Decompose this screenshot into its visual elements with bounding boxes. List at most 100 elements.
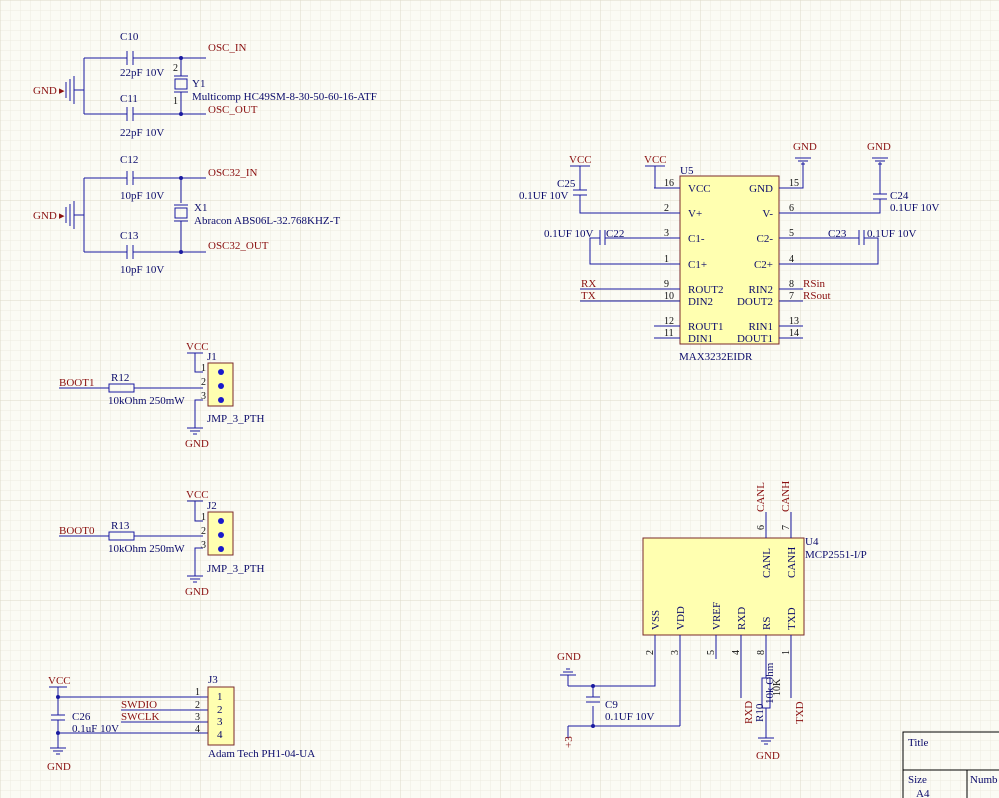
gnd-label-x1: GND [33, 210, 57, 222]
u5-pin-name-15: GND [749, 183, 773, 195]
j1-ref: J1 [207, 351, 217, 363]
junction-osc32-in [179, 176, 183, 180]
y1-ref: Y1 [192, 78, 205, 90]
c25-capacitor[interactable]: C25 0.1UF 10V [519, 178, 587, 202]
title-label: Title [908, 737, 929, 749]
y1-crystal[interactable]: 2 1 Y1 Multicomp HC49SM-8-30-50-60-16-AT… [173, 63, 377, 107]
u5-pin-name-2: V+ [688, 208, 702, 220]
x1-crystal[interactable]: X1 Abracon ABS06L-32.768KHZ-T [174, 202, 340, 227]
c23-capacitor[interactable]: C23 0.1UF 10V [828, 228, 917, 245]
gnd-symbol-j2[interactable]: GND [185, 575, 209, 598]
gnd-label-j3: GND [47, 761, 71, 773]
r10-note: 10K [772, 678, 783, 696]
r12-resistor[interactable]: R12 10kOhm 250mW [108, 372, 185, 407]
net-swdio: SWDIO [121, 699, 157, 711]
net-rx: RX [581, 278, 596, 290]
net-plus3: +3 [563, 736, 575, 748]
u5-pin-num-6: 6 [789, 203, 794, 214]
j2-ref: J2 [207, 500, 217, 512]
gnd-symbol-r10[interactable]: GND [756, 737, 780, 762]
gnd-symbol-u4[interactable]: GND [557, 651, 581, 686]
wire-j2-gnd [194, 547, 203, 576]
r12-value: 10kOhm 250mW [108, 395, 185, 407]
wire-u5-vcc [570, 165, 680, 190]
net-rsout: RSout [803, 290, 831, 302]
u5-pin-num-11: 11 [664, 328, 674, 339]
wire-y1-gnd [74, 57, 118, 115]
gnd-arrow-x1: ▸ [59, 210, 65, 222]
j1-pin1: 1 [201, 363, 206, 374]
c12-ref: C12 [120, 154, 138, 166]
gnd-symbol-j1[interactable]: GND [185, 427, 209, 450]
u4-pin-name-7: CANH [786, 547, 798, 578]
u4-pin-name-1: TXD [786, 607, 798, 630]
c12-value: 10pF 10V [120, 190, 164, 202]
j3-pin3-name: 3 [217, 716, 223, 728]
c11-ref: C11 [120, 93, 138, 105]
c10-capacitor[interactable]: C10 22pF 10V [118, 31, 164, 79]
c25-value: 0.1UF 10V [519, 190, 569, 202]
vcc-label-j3: VCC [48, 675, 71, 687]
x1-value: Abracon ABS06L-32.768KHZ-T [194, 215, 340, 227]
u5-pin-name-9: ROUT2 [688, 284, 723, 296]
c13-capacitor[interactable]: C13 10pF 10V [118, 230, 164, 276]
j2-pin3: 3 [201, 540, 206, 551]
u5-pin-num-10: 10 [664, 291, 674, 302]
j3-pin4-num: 4 [195, 724, 200, 735]
u5-pin-num-7: 7 [789, 291, 794, 302]
c12-capacitor[interactable]: C12 10pF 10V [118, 154, 164, 202]
wire-osc-in [142, 57, 206, 72]
u5-pin-num-15: 15 [789, 178, 799, 189]
r12-ref: R12 [111, 372, 129, 384]
c22-ref: C22 [606, 228, 624, 240]
c22-capacitor[interactable]: C22 0.1UF 10V [544, 228, 624, 245]
y1-pin1: 1 [173, 96, 178, 107]
c24-ref: C24 [890, 190, 909, 202]
j2-jumper[interactable]: 1 2 3 J2 JMP_3_PTH [201, 500, 265, 575]
net-swclk: SWCLK [121, 711, 160, 723]
j3-pin3-num: 3 [195, 712, 200, 723]
j1-jumper[interactable]: 1 2 3 J1 JMP_3_PTH [201, 351, 265, 425]
wire-c24 [779, 162, 881, 214]
u5-pin-name-11: DIN1 [688, 333, 713, 345]
c11-value: 22pF 10V [120, 127, 164, 139]
c10-value: 22pF 10V [120, 67, 164, 79]
c9-ref: C9 [605, 699, 618, 711]
j3-pin4-name: 4 [217, 729, 223, 741]
u5-pin-num-13: 13 [789, 316, 799, 327]
u4-ref: U4 [805, 536, 819, 548]
boot1-section: VCC BOOT1 R12 10kOhm 250mW GND 1 2 3 J1 … [59, 341, 265, 450]
c24-capacitor[interactable]: C24 0.1UF 10V [873, 190, 940, 214]
u4-pin-num-2: 2 [645, 650, 656, 655]
net-osc32-in: OSC32_IN [208, 167, 258, 179]
gnd-symbol-u5[interactable]: GND [793, 141, 817, 165]
r10-resistor[interactable]: R10 10k Ohm 10K [754, 662, 783, 722]
u5-pin-num-4: 4 [789, 254, 794, 265]
j3-pin2-name: 2 [217, 704, 223, 716]
gnd-symbol-j3[interactable]: GND [47, 747, 71, 773]
u5-pin-num-2: 2 [664, 203, 669, 214]
c11-capacitor[interactable]: C11 22pF 10V [118, 93, 164, 139]
size-value: A4 [916, 788, 930, 798]
j3-header[interactable]: 1 2 3 4 1 2 3 4 J3 Adam Tech PH1-04-UA [195, 674, 315, 760]
c9-capacitor[interactable]: C9 0.1UF 10V [586, 696, 655, 723]
u4-pin-name-5: VREF [711, 602, 723, 630]
u4-pin-num-8: 8 [756, 650, 767, 655]
j2-pin2: 2 [201, 526, 206, 537]
wire-x1-gnd [74, 177, 118, 253]
u4-pin-name-2: VSS [650, 610, 662, 630]
wire-u4-vss [567, 659, 681, 738]
c24-value: 0.1UF 10V [890, 202, 940, 214]
net-osc-out: OSC_OUT [208, 104, 258, 116]
u5-pin-name-6: V- [762, 208, 773, 220]
wire-u5-gnd [779, 162, 804, 189]
x1-oscillator-section: GND ▸ C12 10pF 10V C13 10pF 10V [33, 154, 340, 276]
gnd-symbol-c24[interactable]: GND [867, 141, 891, 165]
r13-resistor[interactable]: R13 10kOhm 250mW [108, 520, 185, 555]
wire-rsin [779, 288, 803, 339]
